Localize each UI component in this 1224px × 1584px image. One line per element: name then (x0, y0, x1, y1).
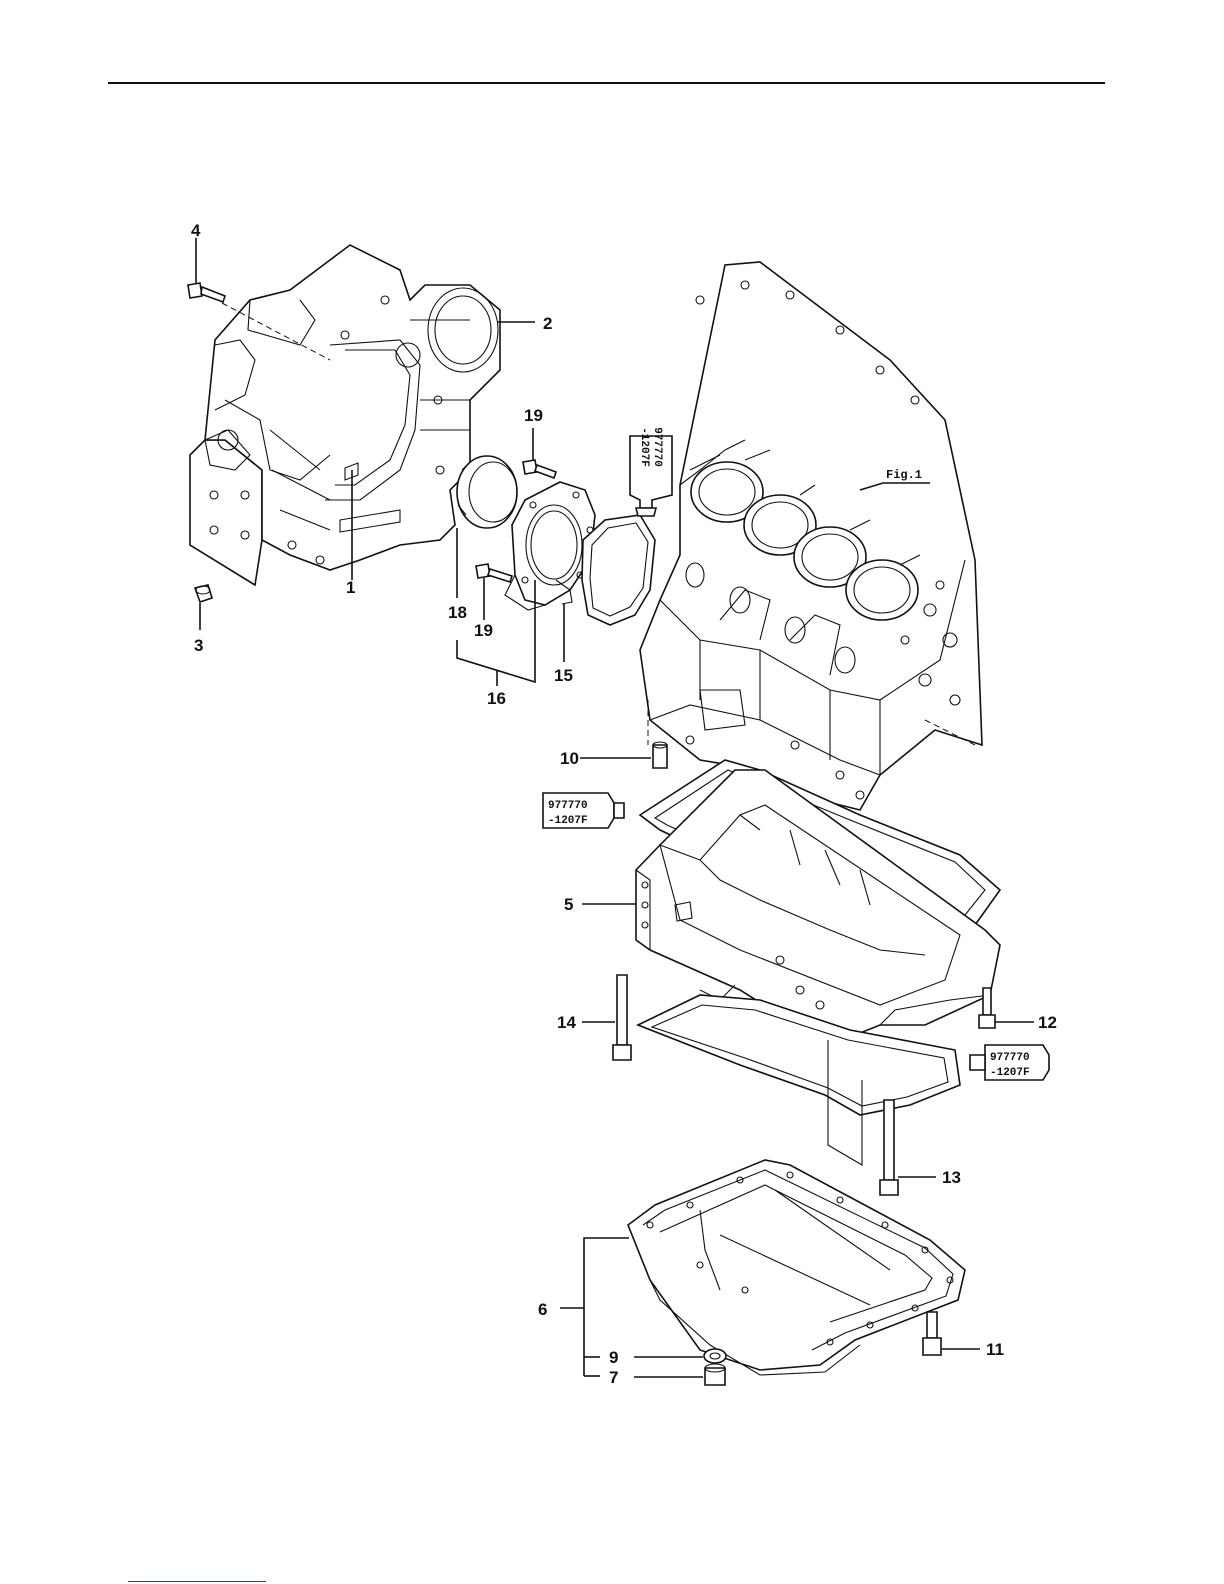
drain-plug-7 (705, 1364, 725, 1385)
figure-reference: Fig.1 (886, 468, 922, 482)
dowel-pin-10 (653, 742, 667, 768)
bolt-13 (880, 1100, 898, 1195)
callout-1: 1 (346, 578, 355, 597)
plug-3 (195, 585, 212, 602)
callout-11: 11 (986, 1340, 1004, 1359)
sealant-tube-top (630, 436, 672, 516)
footer-link-underline[interactable] (128, 1581, 266, 1582)
callout-13: 13 (942, 1168, 961, 1187)
sealant-code-left-1: 977770 (548, 800, 588, 812)
callout-3: 3 (194, 636, 203, 655)
sealant-code-right-1: 977770 (990, 1052, 1030, 1064)
washer-9 (704, 1349, 726, 1363)
callout-12: 12 (1038, 1013, 1057, 1032)
bolt-19-lower (476, 564, 512, 582)
callout-4: 4 (191, 221, 201, 240)
callout-5: 5 (564, 895, 573, 914)
bolt-19-upper (523, 460, 556, 478)
callout-16: 16 (487, 689, 506, 708)
rear-gasket (582, 515, 655, 625)
bolt-14 (613, 975, 631, 1060)
callout-10: 10 (560, 749, 579, 768)
callout-2: 2 (543, 314, 552, 333)
flywheel-housing (190, 245, 500, 585)
callout-9: 9 (609, 1348, 618, 1367)
callout-14: 14 (557, 1013, 576, 1032)
bolt-11 (923, 1312, 941, 1355)
callout-15: 15 (554, 666, 573, 685)
oil-seal-case-15 (505, 482, 595, 610)
oil-pan-6 (628, 1160, 965, 1375)
callout-18: 18 (448, 603, 467, 622)
oil-seal-18 (457, 456, 517, 528)
cylinder-block (640, 262, 982, 810)
sealant-code-top-1: 977770-1207F (638, 427, 663, 467)
callout-7: 7 (609, 1368, 618, 1387)
bolt-4 (188, 283, 225, 302)
callout-19-upper: 19 (524, 406, 543, 425)
callout-19-lower: 19 (474, 621, 493, 640)
sealant-code-left-2: -1207F (548, 815, 588, 827)
sealant-code-right-2: -1207F (990, 1067, 1030, 1079)
callout-6: 6 (538, 1300, 547, 1319)
